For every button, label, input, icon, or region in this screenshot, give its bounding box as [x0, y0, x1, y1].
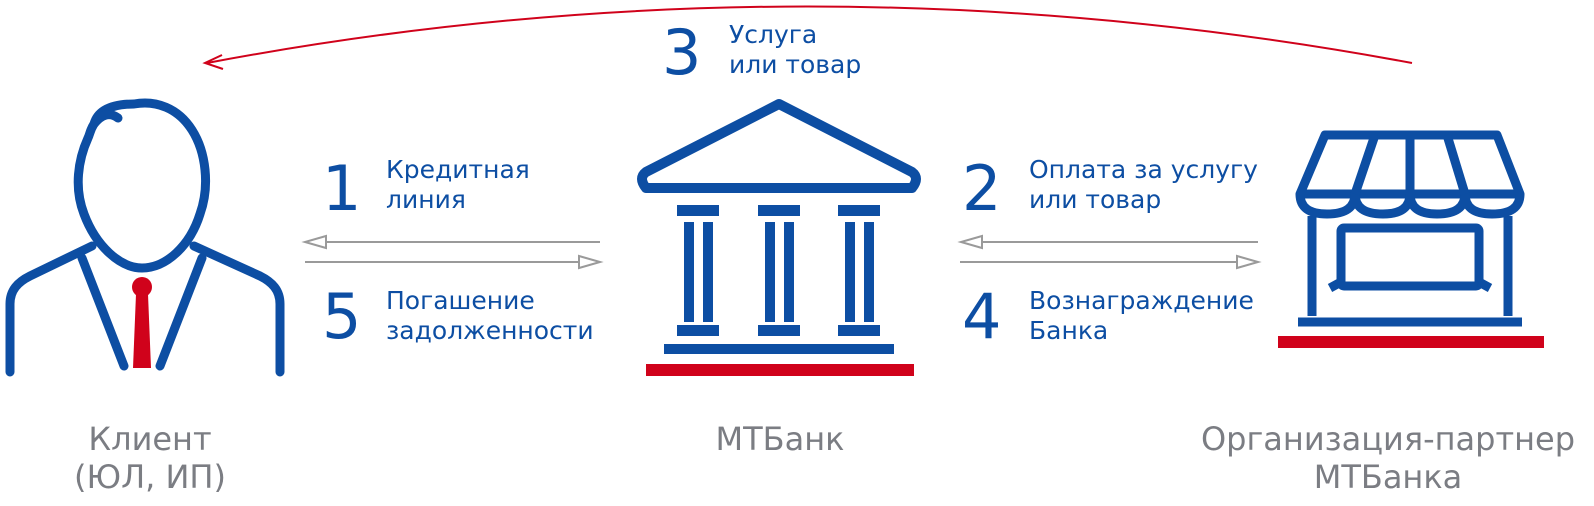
service-delivery-arrow — [206, 5, 1413, 64]
step-2-number: 2 — [962, 152, 1002, 225]
storefront-icon — [1295, 130, 1525, 316]
client-label: Клиент (ЮЛ, ИП) — [74, 420, 226, 496]
step-1-text: Кредитная линия — [386, 155, 530, 214]
left-arrows — [301, 234, 604, 270]
step-4-text: Вознаграждение Банка — [1029, 286, 1254, 345]
service-delivery-arrowhead — [202, 54, 224, 70]
step-2-text: Оплата за услугу или товар — [1029, 155, 1258, 214]
step-3-number: 3 — [662, 16, 702, 89]
payment-arrowhead — [957, 234, 983, 250]
right-arrows — [957, 234, 1262, 270]
person-with-tie-icon — [5, 98, 285, 377]
credit-line-arrowhead — [301, 234, 327, 250]
partner-label: Организация-партнер МТБанка — [1200, 420, 1576, 496]
step-1-number: 1 — [322, 152, 362, 225]
step-4-number: 4 — [962, 280, 1002, 353]
step-5-number: 5 — [322, 280, 362, 353]
storefront-red-base — [1278, 336, 1544, 348]
bank-reward-arrowhead — [1236, 254, 1262, 270]
step-5-text: Погашение задолженности — [386, 286, 594, 345]
repayment-arrowhead — [578, 254, 604, 270]
bank-label: МТБанк — [715, 420, 845, 458]
tie-icon — [132, 277, 152, 368]
bank-building-icon — [637, 99, 921, 376]
step-3-text: Услуга или товар — [729, 20, 862, 79]
